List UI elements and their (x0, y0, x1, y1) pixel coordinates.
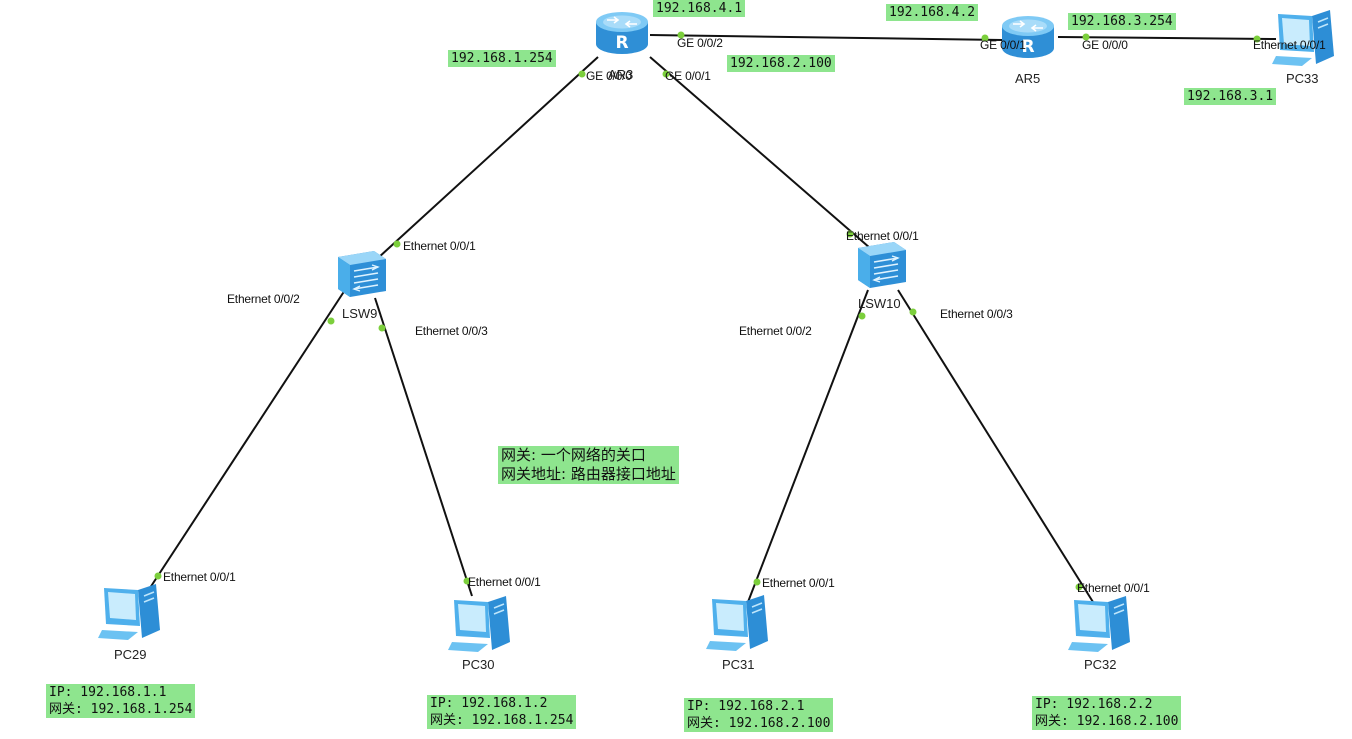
port-label-pc33: Ethernet 0/0/1 (1253, 38, 1326, 52)
link-lsw10-pc31 (747, 289, 869, 603)
port-label-lsw10-eth1: Ethernet 0/0/1 (846, 229, 919, 243)
port-dot (1082, 33, 1090, 41)
device-name-lsw10: LSW10 (858, 296, 901, 311)
port-label-pc32: Ethernet 0/0/1 (1077, 581, 1150, 595)
port-label-pc30: Ethernet 0/0/1 (468, 575, 541, 589)
link-ar5-pc33 (1057, 36, 1277, 40)
pc-icon (98, 584, 160, 640)
ip-note-ar3-ge000: 192.168.1.254 (448, 50, 556, 67)
port-dot (154, 572, 162, 580)
port-label-ar5-ge001: GE 0/0/1 (980, 38, 1026, 52)
pc30-config-note: IP: 192.168.1.2 网关: 192.168.1.254 (427, 695, 577, 729)
device-name-pc29: PC29 (114, 647, 147, 662)
ip-note-pc33: 192.168.3.1 (1184, 88, 1277, 105)
pc29-config-note: IP: 192.168.1.1 网关: 192.168.1.254 (46, 684, 196, 718)
router-icon: R (1002, 16, 1054, 58)
pc-pc30[interactable] (448, 592, 514, 656)
port-dot (677, 31, 685, 39)
device-name-ar3: AR3 (608, 67, 634, 82)
port-dot (463, 577, 471, 585)
router-ar5[interactable]: R (998, 10, 1058, 64)
link-lsw10-pc32 (897, 289, 1094, 603)
port-dot (846, 230, 854, 238)
port-dot (858, 312, 866, 320)
device-name-pc32: PC32 (1084, 657, 1117, 672)
link-lsw9-pc30 (374, 297, 473, 597)
ip-note-ar3-ge001: 192.168.2.100 (727, 55, 835, 72)
ip-note-ar5-ge001: 192.168.4.2 (886, 4, 979, 21)
pc-pc31[interactable] (706, 591, 772, 655)
port-label-lsw9-eth3: Ethernet 0/0/3 (415, 324, 488, 338)
ip-note-ar3-ge002: 192.168.4.1 (653, 0, 746, 17)
port-dot (909, 308, 917, 316)
port-dot (1253, 35, 1261, 43)
router-icon: R (596, 12, 648, 54)
pc-icon (1272, 10, 1334, 66)
port-label-ar3-ge002: GE 0/0/2 (677, 36, 723, 50)
pc-icon (448, 596, 510, 652)
device-name-ar5: AR5 (1015, 71, 1041, 86)
port-dot (378, 324, 386, 332)
pc32-config-note: IP: 192.168.2.2 网关: 192.168.2.100 (1032, 696, 1182, 730)
link-ar3-lsw9 (377, 56, 599, 259)
device-name-pc30: PC30 (462, 657, 495, 672)
device-name-pc31: PC31 (722, 657, 755, 672)
pc-pc33[interactable] (1272, 6, 1338, 70)
port-label-lsw9-eth1: Ethernet 0/0/1 (403, 239, 476, 253)
port-dot (578, 70, 586, 78)
pc-icon (706, 595, 768, 651)
switch-lsw9[interactable] (332, 247, 390, 299)
port-label-lsw10-eth3: Ethernet 0/0/3 (940, 307, 1013, 321)
pc31-config-note: IP: 192.168.2.1 网关: 192.168.2.100 (684, 698, 834, 732)
port-dot (1075, 583, 1083, 591)
gateway-explanation-note: 网关: 一个网络的关口 网关地址: 路由器接口地址 (498, 446, 679, 484)
pc-pc29[interactable] (98, 580, 164, 644)
pc-icon (1068, 596, 1130, 652)
port-dot (393, 240, 401, 248)
device-name-pc33: PC33 (1286, 71, 1319, 86)
port-label-ar3-ge000: GE 0/0/0 (586, 69, 632, 83)
port-label-lsw9-eth2: Ethernet 0/0/2 (227, 292, 300, 306)
svg-text:R: R (615, 33, 628, 53)
ip-note-ar5-ge000: 192.168.3.254 (1068, 13, 1176, 30)
port-label-ar3-ge001: GE 0/0/1 (665, 69, 711, 83)
port-label-ar5-ge000: GE 0/0/0 (1082, 38, 1128, 52)
link-ar3-lsw10 (649, 56, 871, 249)
port-dot (981, 34, 989, 42)
port-label-pc31: Ethernet 0/0/1 (762, 576, 835, 590)
router-ar3[interactable]: R (592, 6, 652, 60)
switch-lsw10[interactable] (852, 238, 910, 290)
port-dot (753, 578, 761, 586)
port-label-lsw10-eth2: Ethernet 0/0/2 (739, 324, 812, 338)
switch-icon (858, 242, 906, 288)
pc-pc32[interactable] (1068, 592, 1134, 656)
port-label-pc29: Ethernet 0/0/1 (163, 570, 236, 584)
port-dot (662, 70, 670, 78)
svg-text:R: R (1021, 37, 1034, 57)
switch-icon (338, 251, 386, 297)
link-ar3-ar5 (649, 34, 1003, 41)
link-lsw9-pc29 (145, 289, 346, 595)
device-name-lsw9: LSW9 (342, 306, 378, 321)
port-dot (327, 317, 335, 325)
